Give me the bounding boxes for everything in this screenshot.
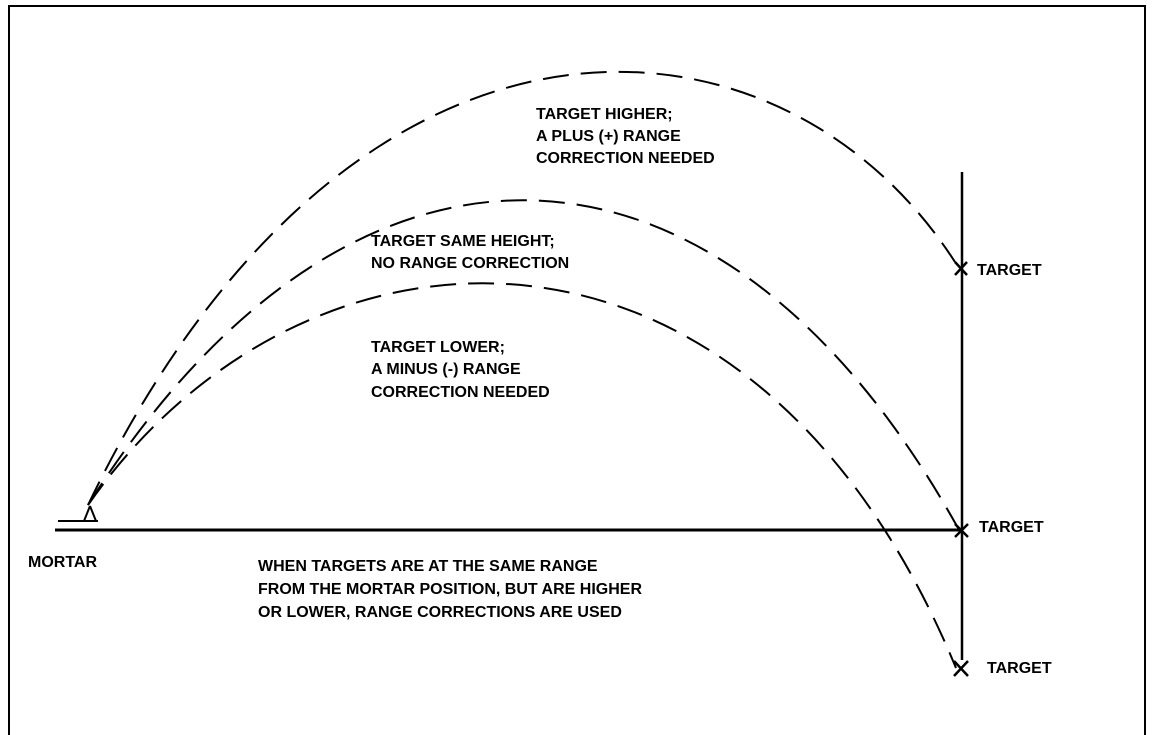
target-label-low: TARGET [987,660,1052,677]
mortar-symbol [58,505,98,522]
trajectory-same-height [87,199,959,529]
trajectory-higher [87,70,956,506]
same-label-line2: NO RANGE CORRECTION [371,255,569,272]
caption-line1: WHEN TARGETS ARE AT THE SAME RANGE [258,558,598,575]
caption-line3: OR LOWER, RANGE CORRECTIONS ARE USED [258,604,622,621]
target-label-high: TARGET [977,262,1042,279]
same-label-line1: TARGET SAME HEIGHT; [371,233,555,250]
lower-label-line2: A MINUS (-) RANGE [371,361,521,378]
lower-label-line1: TARGET LOWER; [371,339,505,356]
trajectory-lower [87,282,957,669]
higher-label-line2: A PLUS (+) RANGE [536,128,681,145]
mortar-label: MORTAR [28,554,97,571]
lower-label-line3: CORRECTION NEEDED [371,384,550,401]
figure-frame [8,5,1146,735]
target-marker-level [954,523,969,538]
higher-label-line3: CORRECTION NEEDED [536,150,715,167]
target-label-level: TARGET [979,519,1044,536]
higher-label-line1: TARGET HIGHER; [536,106,673,123]
target-marker-low [953,660,969,677]
target-marker-high [954,261,968,276]
caption-line2: FROM THE MORTAR POSITION, BUT ARE HIGHER [258,581,642,598]
